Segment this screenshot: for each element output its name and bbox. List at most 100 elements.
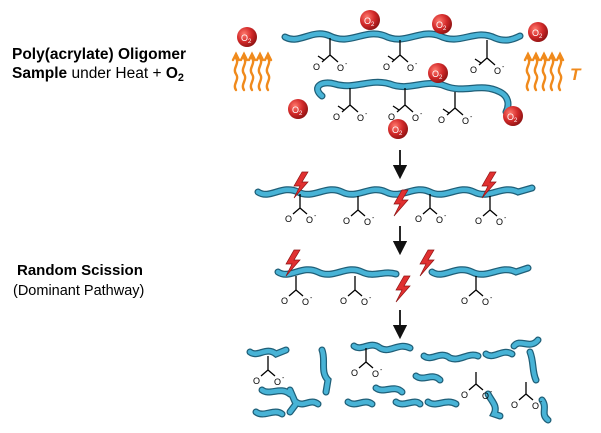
heat-waves-right bbox=[523, 51, 565, 92]
lightning-icon bbox=[393, 189, 409, 217]
lightning-bolts-stage2 bbox=[293, 171, 497, 217]
stage3-carboxylates bbox=[288, 276, 484, 297]
carboxylate-group bbox=[474, 40, 496, 66]
svg-text:-: - bbox=[415, 61, 418, 68]
stage1-title-line2: Sample under Heat + O2 bbox=[12, 65, 186, 85]
heat-symbol: T bbox=[570, 65, 582, 84]
carboxylate-group bbox=[350, 196, 366, 217]
svg-text:O: O bbox=[285, 214, 292, 224]
stage1-chains bbox=[281, 30, 524, 116]
svg-text:O: O bbox=[461, 390, 468, 400]
svg-text:O: O bbox=[482, 391, 489, 401]
heat-waves-left bbox=[231, 51, 273, 92]
svg-text:-: - bbox=[444, 213, 447, 220]
svg-text:O: O bbox=[436, 215, 443, 225]
svg-text:-: - bbox=[345, 61, 348, 68]
oxygen-molecule: O2 bbox=[528, 22, 548, 42]
oxygen-molecule: O2 bbox=[432, 14, 452, 34]
svg-text:O: O bbox=[313, 62, 320, 72]
svg-text:O: O bbox=[470, 65, 477, 75]
svg-text:O: O bbox=[372, 369, 379, 379]
svg-text:O2: O2 bbox=[292, 105, 303, 117]
svg-text:-: - bbox=[502, 64, 505, 71]
svg-text:O: O bbox=[412, 113, 419, 123]
oxygen-molecule: O2 bbox=[360, 10, 380, 30]
svg-text:O: O bbox=[482, 297, 489, 307]
svg-text:-: - bbox=[490, 295, 493, 302]
stage3-chains bbox=[274, 264, 532, 278]
oxygen-molecule: O2 bbox=[288, 99, 308, 119]
svg-text:O2: O2 bbox=[507, 112, 518, 124]
svg-text:-: - bbox=[369, 295, 372, 302]
carboxylate-group bbox=[392, 88, 414, 113]
stage1-title: Poly(acrylate) Oligomer Sample under Hea… bbox=[12, 46, 186, 85]
carboxylate-group bbox=[518, 382, 534, 401]
svg-text:O: O bbox=[475, 216, 482, 226]
svg-text:O: O bbox=[532, 401, 539, 411]
svg-text:O: O bbox=[364, 217, 371, 227]
svg-text:O: O bbox=[494, 66, 501, 76]
svg-text:O: O bbox=[281, 296, 288, 306]
carboxylate-group bbox=[468, 372, 484, 391]
oxygen-molecule: O2 bbox=[503, 106, 523, 126]
svg-text:O: O bbox=[361, 297, 368, 307]
svg-text:-: - bbox=[310, 295, 313, 302]
svg-text:O: O bbox=[337, 63, 344, 73]
svg-text:-: - bbox=[282, 375, 285, 382]
carboxylate-group bbox=[288, 276, 304, 297]
svg-text:O: O bbox=[253, 376, 260, 386]
oxygen-molecule: O2 bbox=[388, 119, 408, 139]
carboxylate-group bbox=[442, 92, 464, 116]
svg-text:O: O bbox=[496, 217, 503, 227]
svg-text:-: - bbox=[490, 389, 493, 396]
lightning-bolts-stage3 bbox=[285, 249, 435, 303]
carboxylate-group bbox=[317, 38, 339, 63]
lightning-icon bbox=[481, 171, 497, 199]
lightning-icon bbox=[285, 249, 301, 277]
svg-text:O2: O2 bbox=[532, 28, 543, 40]
carboxylate-group bbox=[468, 276, 484, 297]
svg-text:O: O bbox=[388, 112, 395, 122]
svg-text:O: O bbox=[343, 216, 350, 226]
svg-text:O: O bbox=[306, 215, 313, 225]
svg-text:-: - bbox=[540, 399, 543, 406]
svg-text:O: O bbox=[274, 377, 281, 387]
svg-text:-: - bbox=[314, 213, 317, 220]
carboxylate-group bbox=[347, 276, 363, 297]
stage1-title-line1: Poly(acrylate) Oligomer bbox=[12, 46, 187, 63]
svg-text:O2: O2 bbox=[392, 125, 403, 137]
stage1-title-sample: Sample bbox=[12, 64, 68, 82]
oxygen-molecules: O2 O2 O2 O2 O2 O2 O2 O2 bbox=[237, 10, 548, 139]
stage4-carboxylates bbox=[260, 348, 534, 401]
svg-text:O: O bbox=[351, 368, 358, 378]
svg-text:O: O bbox=[461, 296, 468, 306]
svg-text:O2: O2 bbox=[241, 33, 252, 45]
svg-text:O: O bbox=[333, 112, 340, 122]
svg-text:O: O bbox=[438, 115, 445, 125]
svg-text:-: - bbox=[504, 215, 507, 222]
stage3-title: Random Scission bbox=[17, 262, 143, 279]
lightning-icon bbox=[293, 171, 309, 199]
svg-text:O: O bbox=[302, 297, 309, 307]
svg-text:O: O bbox=[340, 296, 347, 306]
svg-text:O: O bbox=[407, 63, 414, 73]
carboxylate-group bbox=[482, 196, 498, 217]
svg-text:O: O bbox=[511, 400, 518, 410]
svg-text:O2: O2 bbox=[364, 16, 375, 28]
stage1-title-condition: under Heat + bbox=[67, 64, 166, 82]
stage2-carboxylates bbox=[292, 194, 498, 217]
lightning-icon bbox=[419, 249, 435, 277]
svg-text:O: O bbox=[415, 214, 422, 224]
stage3-subtitle: (Dominant Pathway) bbox=[13, 283, 145, 299]
carboxylate-group bbox=[387, 40, 409, 63]
svg-text:O: O bbox=[383, 62, 390, 72]
oxygen-molecule: O2 bbox=[428, 63, 448, 83]
carboxylate-group bbox=[358, 348, 374, 369]
svg-text:-: - bbox=[372, 215, 375, 222]
svg-text:-: - bbox=[420, 111, 423, 118]
polymer-chain bbox=[315, 80, 511, 115]
